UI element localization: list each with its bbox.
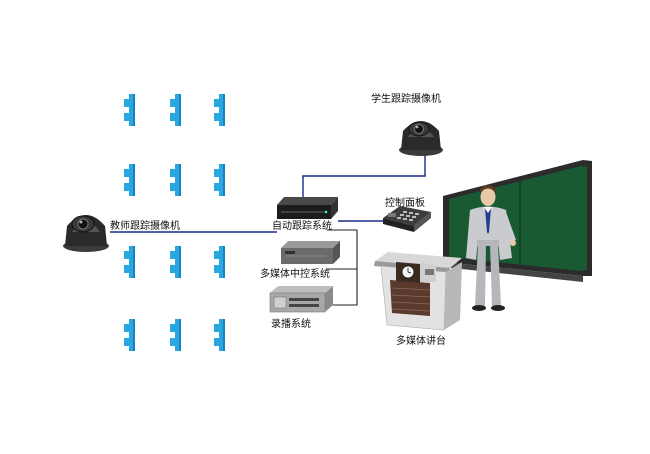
blackboard-icon: [443, 160, 592, 282]
rack-server-icon: [281, 241, 340, 264]
student-seats: [124, 94, 225, 351]
student-seat: [124, 319, 135, 351]
student-seat: [124, 94, 135, 126]
podium-label: 多媒体讲台: [396, 336, 446, 347]
auto-tracking-label: 自动跟踪系统: [272, 221, 332, 232]
student-seat: [170, 319, 181, 351]
recording-label: 录播系统: [271, 319, 311, 330]
student-seat: [124, 164, 135, 196]
student-seat: [124, 246, 135, 278]
system-bus-line: [327, 229, 358, 306]
ptz-camera-icon: [399, 121, 443, 156]
control-panel-icon: [383, 206, 431, 232]
teacher-camera-label: 教师跟踪摄像机: [110, 221, 180, 232]
student-camera-line: [302, 150, 426, 198]
student-seat: [214, 246, 225, 278]
rack-server-icon: [269, 286, 333, 313]
podium-icon: [374, 252, 462, 331]
student-seat: [214, 164, 225, 196]
multimedia-control-label: 多媒体中控系统: [260, 269, 330, 280]
student-camera-label: 学生跟踪摄像机: [371, 94, 441, 105]
student-seat: [170, 94, 181, 126]
control-panel-label: 控制面板: [385, 198, 425, 209]
connection-lines: [110, 150, 426, 306]
student-seat: [170, 246, 181, 278]
rack-server-icon: [277, 197, 338, 219]
student-seat: [214, 94, 225, 126]
student-seat: [214, 319, 225, 351]
ptz-camera-icon: [63, 215, 109, 252]
student-seat: [170, 164, 181, 196]
teacher-figure: [466, 185, 516, 311]
